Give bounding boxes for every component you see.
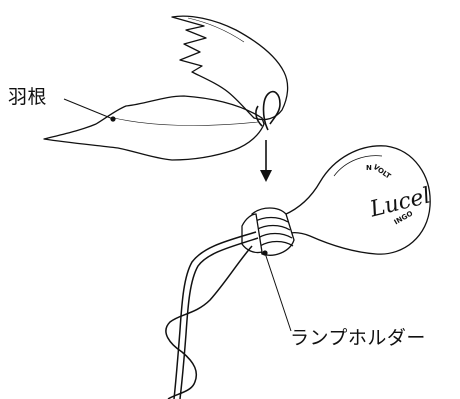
- feather-label: 羽根: [8, 86, 48, 108]
- lamp-holder-label: ランプホルダー: [290, 327, 426, 349]
- bulb-prefix-text: N: [366, 164, 372, 172]
- light-bulb: [283, 145, 431, 255]
- lower-feather: [43, 95, 265, 161]
- holder-leader: [262, 250, 292, 332]
- bulb-top-text: VOLT: [372, 163, 393, 181]
- down-arrow-icon: [260, 140, 272, 182]
- feather-leader: [63, 98, 116, 122]
- lamp-cord: [165, 231, 259, 399]
- wire-loop: [255, 90, 281, 131]
